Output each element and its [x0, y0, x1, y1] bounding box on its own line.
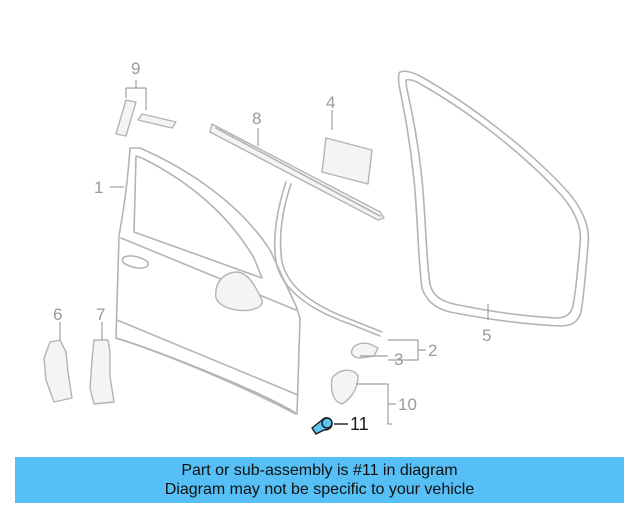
callout-3: 3 [394, 350, 403, 369]
bracket-part-6 [43, 339, 73, 403]
callout-9: 9 [131, 59, 140, 78]
door-edge-weatherstrip [273, 181, 383, 337]
insulator-part [330, 369, 359, 405]
callout-4: 4 [326, 93, 335, 112]
bracket-part-7 [89, 339, 115, 405]
door-mirror [215, 271, 263, 312]
callout-6: 6 [53, 305, 62, 324]
banner-line-2: Diagram may not be specific to your vehi… [164, 481, 475, 498]
callout-5: 5 [482, 326, 491, 345]
callout-11: 11 [350, 414, 369, 434]
banner-line-1: Part or sub-assembly is #11 in diagram [181, 462, 458, 479]
callout-labels: 9 1 8 4 5 2 3 10 6 7 11 [53, 59, 491, 434]
callout-1: 1 [94, 178, 103, 197]
screw-part-11[interactable] [311, 417, 333, 435]
info-banner: Part or sub-assembly is #11 in diagram D… [15, 457, 624, 503]
parts-diagram: 9 1 8 4 5 2 3 10 6 7 11 [43, 59, 590, 435]
callout-10: 10 [398, 395, 417, 414]
leader-lines [59, 80, 489, 425]
callout-2: 2 [428, 341, 437, 360]
callout-8: 8 [252, 109, 261, 128]
door-label [321, 137, 373, 185]
door-opening-weatherstrip [397, 70, 590, 327]
door-shell [115, 147, 301, 415]
trim-strips [115, 99, 177, 137]
clip-part [350, 342, 379, 359]
belt-weatherstrip [209, 123, 385, 221]
callout-7: 7 [96, 305, 105, 324]
